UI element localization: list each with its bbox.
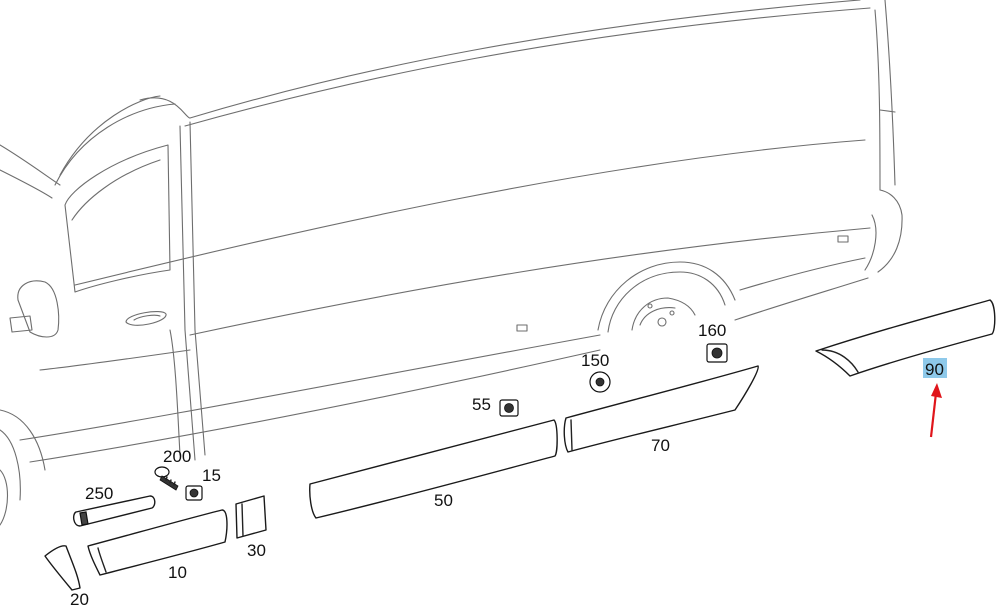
callout-160[interactable]: 160 (698, 321, 726, 340)
part-55-clip (499, 399, 519, 417)
callout-15[interactable]: 15 (202, 466, 221, 485)
pointer-arrow (929, 383, 942, 438)
part-15-clip (185, 485, 203, 501)
callout-90-highlight (923, 358, 947, 378)
callout-20[interactable]: 20 (70, 590, 89, 609)
part-200-screw (154, 466, 179, 491)
part-20-corner-trim (44, 545, 81, 591)
callout-10[interactable]: 10 (168, 563, 187, 582)
part-70-rear-trim (563, 365, 759, 453)
part-30-pillar-trim (235, 495, 267, 539)
part-160-clip (706, 343, 728, 363)
part-250-rail (72, 495, 156, 527)
part-50-side-trim (309, 419, 558, 519)
callout-30[interactable]: 30 (247, 541, 266, 560)
callout-50[interactable]: 50 (434, 491, 453, 510)
callout-150[interactable]: 150 (581, 351, 609, 370)
callout-70[interactable]: 70 (651, 436, 670, 455)
part-90-rear-corner-trim (815, 299, 996, 377)
callout-55[interactable]: 55 (472, 395, 491, 414)
callout-90[interactable]: 90 (925, 360, 944, 379)
van-outline (0, 0, 903, 526)
part-10-door-trim (87, 509, 228, 576)
callout-250[interactable]: 250 (85, 484, 113, 503)
callout-200[interactable]: 200 (163, 447, 191, 466)
part-150-clip (589, 371, 611, 393)
